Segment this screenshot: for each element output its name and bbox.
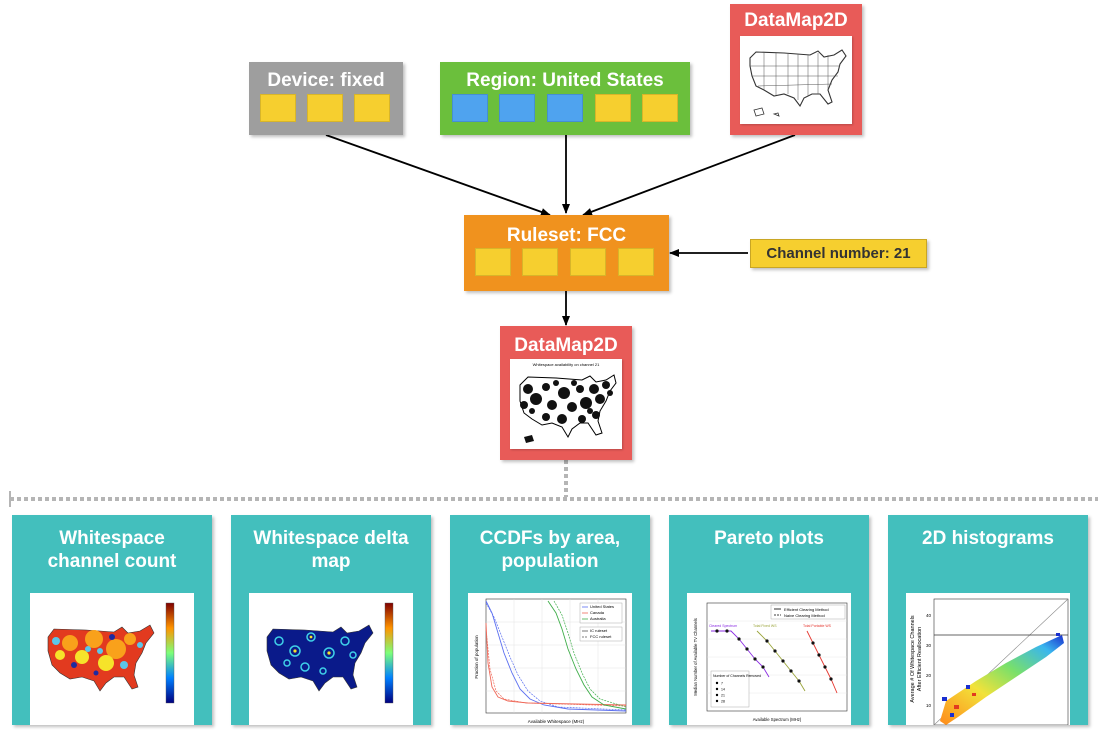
us-outline-map-icon bbox=[740, 36, 852, 124]
map-caption: Whitespace availability on channel 21 bbox=[532, 362, 600, 367]
panel-title-line1: CCDFs by area, bbox=[479, 528, 621, 549]
ccdf-plot-icon: United States Canada Australia IC rulese… bbox=[468, 593, 632, 725]
panel-title: 2D histograms bbox=[888, 527, 1088, 550]
panel-title-line2: map bbox=[311, 551, 351, 572]
ruleset-box: Ruleset: FCC bbox=[464, 215, 669, 291]
panel-pareto: Pareto plots Efficient Clearing Method N… bbox=[669, 515, 869, 725]
region-box: Region: United States bbox=[440, 62, 690, 135]
region-title: Region: United States bbox=[466, 70, 664, 91]
region-tile bbox=[595, 94, 631, 122]
y-axis-label: After Efficient Reallocation bbox=[917, 627, 923, 691]
legend-label: IC ruleset bbox=[590, 628, 608, 633]
x-axis-label: Available Spectrum (MHz) bbox=[753, 717, 802, 722]
legend-label: Efficient Clearing Method bbox=[784, 607, 829, 612]
y-axis-label: Fraction of population bbox=[474, 635, 479, 679]
ruleset-tile bbox=[618, 248, 654, 276]
curve-label: Total Portable WS bbox=[803, 624, 832, 628]
histogram-2d-icon: 40 30 20 10 Average # Of Whitespace Chan… bbox=[906, 593, 1070, 726]
legend-label: Canada bbox=[590, 610, 605, 615]
us-heatmap-icon bbox=[30, 593, 194, 725]
y-tick: 30 bbox=[926, 643, 932, 648]
legend-box-title: Number of Channels Removed bbox=[713, 674, 761, 678]
panel-title: Whitespace delta map bbox=[231, 527, 431, 573]
arrow-device-to-ruleset bbox=[325, 134, 551, 216]
panel-title-line2: channel count bbox=[47, 551, 177, 572]
panel-title-line2: population bbox=[501, 551, 599, 572]
panel-2d-histograms: 2D histograms 40 30 20 10 Average # Of W… bbox=[888, 515, 1088, 726]
us-delta-map-icon bbox=[249, 593, 413, 725]
panel-title-line1: 2D histograms bbox=[922, 528, 1054, 549]
datamap-output-box: DataMap2D Whitespace availability on cha… bbox=[500, 326, 632, 460]
panel-title: Pareto plots bbox=[669, 527, 869, 550]
arrow-datamap-to-ruleset bbox=[582, 134, 796, 216]
y-axis-label: Average # Of Whitespace Channels bbox=[910, 615, 916, 703]
ruleset-title: Ruleset: FCC bbox=[506, 225, 627, 246]
y-tick: 40 bbox=[926, 613, 932, 618]
panel-channel-count: Whitespace channel count bbox=[12, 515, 212, 725]
ruleset-tile bbox=[570, 248, 606, 276]
region-tile bbox=[499, 94, 535, 122]
legend-label: 21 bbox=[721, 694, 725, 698]
datamap-input-title: DataMap2D bbox=[744, 10, 848, 31]
device-tile bbox=[307, 94, 343, 122]
y-tick: 20 bbox=[926, 673, 932, 678]
x-axis-label: Available Whitespace (MHz) bbox=[528, 719, 585, 724]
region-tile bbox=[547, 94, 583, 122]
legend-label: FCC ruleset bbox=[590, 634, 612, 639]
y-axis-label: Median Number of Available TV Channels bbox=[693, 618, 698, 696]
panel-delta-map: Whitespace delta map bbox=[231, 515, 431, 725]
device-box: Device: fixed bbox=[249, 62, 403, 135]
panel-title: CCDFs by area, population bbox=[450, 527, 650, 573]
panel-title: Whitespace channel count bbox=[12, 527, 212, 573]
panel-title-line1: Whitespace delta bbox=[253, 528, 409, 549]
device-title: Device: fixed bbox=[267, 70, 385, 91]
panel-title-line1: Pareto plots bbox=[714, 528, 824, 549]
panel-ccdfs: CCDFs by area, population United States … bbox=[450, 515, 650, 725]
datamap-output-title: DataMap2D bbox=[514, 335, 618, 356]
region-tile bbox=[642, 94, 678, 122]
curve-label: Cleared Spectrum bbox=[709, 624, 737, 628]
ruleset-tile bbox=[522, 248, 558, 276]
pareto-plot-icon: Efficient Clearing Method Naive Clearing… bbox=[687, 593, 851, 725]
legend-label: 7 bbox=[721, 682, 723, 686]
datamap-input-box: DataMap2D bbox=[730, 4, 862, 135]
curve-label: Total Fixed WS bbox=[753, 624, 777, 628]
channel-number-box: Channel number: 21 bbox=[750, 239, 927, 268]
legend-label: 14 bbox=[721, 688, 725, 692]
legend-label: United States bbox=[590, 604, 614, 609]
panel-title-line1: Whitespace bbox=[59, 528, 165, 549]
device-tile bbox=[260, 94, 296, 122]
region-tile bbox=[452, 94, 488, 122]
legend-label: 28 bbox=[721, 700, 725, 704]
device-tile bbox=[354, 94, 390, 122]
y-tick: 10 bbox=[926, 703, 932, 708]
ruleset-tile bbox=[475, 248, 511, 276]
us-availability-map-icon: Whitespace availability on channel 21 bbox=[510, 359, 622, 449]
legend-label: Naive Clearing Method bbox=[784, 613, 825, 618]
channel-number-label: Channel number: 21 bbox=[766, 245, 911, 262]
legend-label: Australia bbox=[590, 616, 606, 621]
